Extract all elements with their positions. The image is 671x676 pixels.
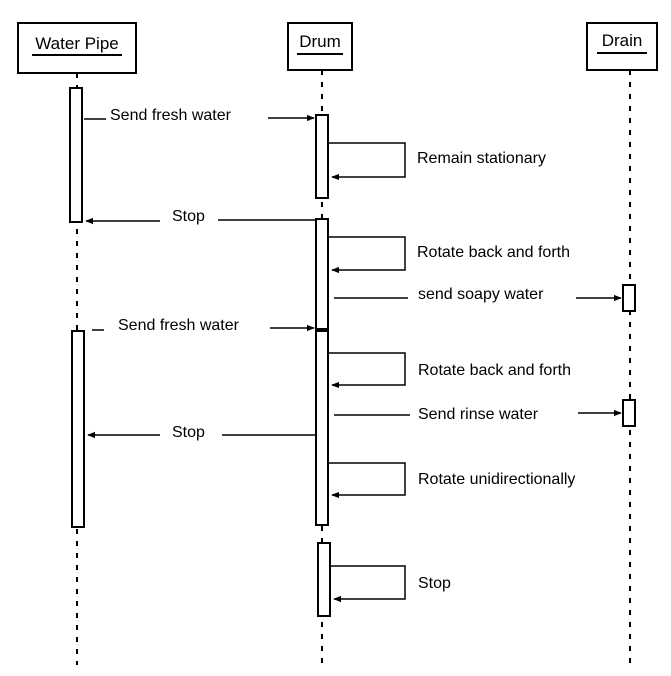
message-label: Stop <box>172 424 205 441</box>
message-send-rinse-water: Send rinse water <box>334 406 622 423</box>
self-message-remain-stationary: Remain stationary <box>328 142 546 181</box>
self-message-rotate-back-and-forth-1: Rotate back and forth <box>328 236 570 274</box>
message-send-soapy-water: send soapy water <box>334 286 622 303</box>
message-label: Send fresh water <box>110 107 232 124</box>
message-label: Remain stationary <box>417 150 546 167</box>
activation-water-pipe-1 <box>69 87 83 223</box>
participant-drum-label: Drum <box>299 32 341 51</box>
participant-drain-label: Drain <box>602 31 643 50</box>
self-message-rotate-back-and-forth-2: Rotate back and forth <box>328 352 571 389</box>
participant-water-pipe: Water Pipe <box>17 22 137 74</box>
message-send-fresh-water-1: Send fresh water <box>84 107 315 124</box>
participant-water-pipe-label: Water Pipe <box>35 34 118 53</box>
activation-drain-1 <box>622 284 636 312</box>
message-label: Send rinse water <box>418 406 539 423</box>
participant-drain: Drain <box>586 22 658 71</box>
message-stop-2: Stop <box>87 424 316 441</box>
activation-water-pipe-2 <box>71 330 85 528</box>
self-message-stop-3: Stop <box>330 565 451 603</box>
message-label: Rotate back and forth <box>418 362 571 379</box>
message-label: Rotate unidirectionally <box>418 471 575 488</box>
message-stop-1: Stop <box>85 208 316 225</box>
message-label: Stop <box>172 208 205 225</box>
activation-drum-1 <box>315 114 329 199</box>
message-label: Send fresh water <box>118 317 240 334</box>
message-send-fresh-water-2: Send fresh water <box>92 317 315 334</box>
self-message-rotate-unidirectionally: Rotate unidirectionally <box>328 462 575 499</box>
activation-drum-2 <box>315 218 329 330</box>
message-label: Stop <box>418 575 451 592</box>
activation-drum-3 <box>315 330 329 526</box>
message-label: Rotate back and forth <box>417 244 570 261</box>
message-label: send soapy water <box>418 286 544 303</box>
activation-drum-4 <box>317 542 331 617</box>
participant-drum: Drum <box>287 22 353 71</box>
activation-drain-2 <box>622 399 636 427</box>
